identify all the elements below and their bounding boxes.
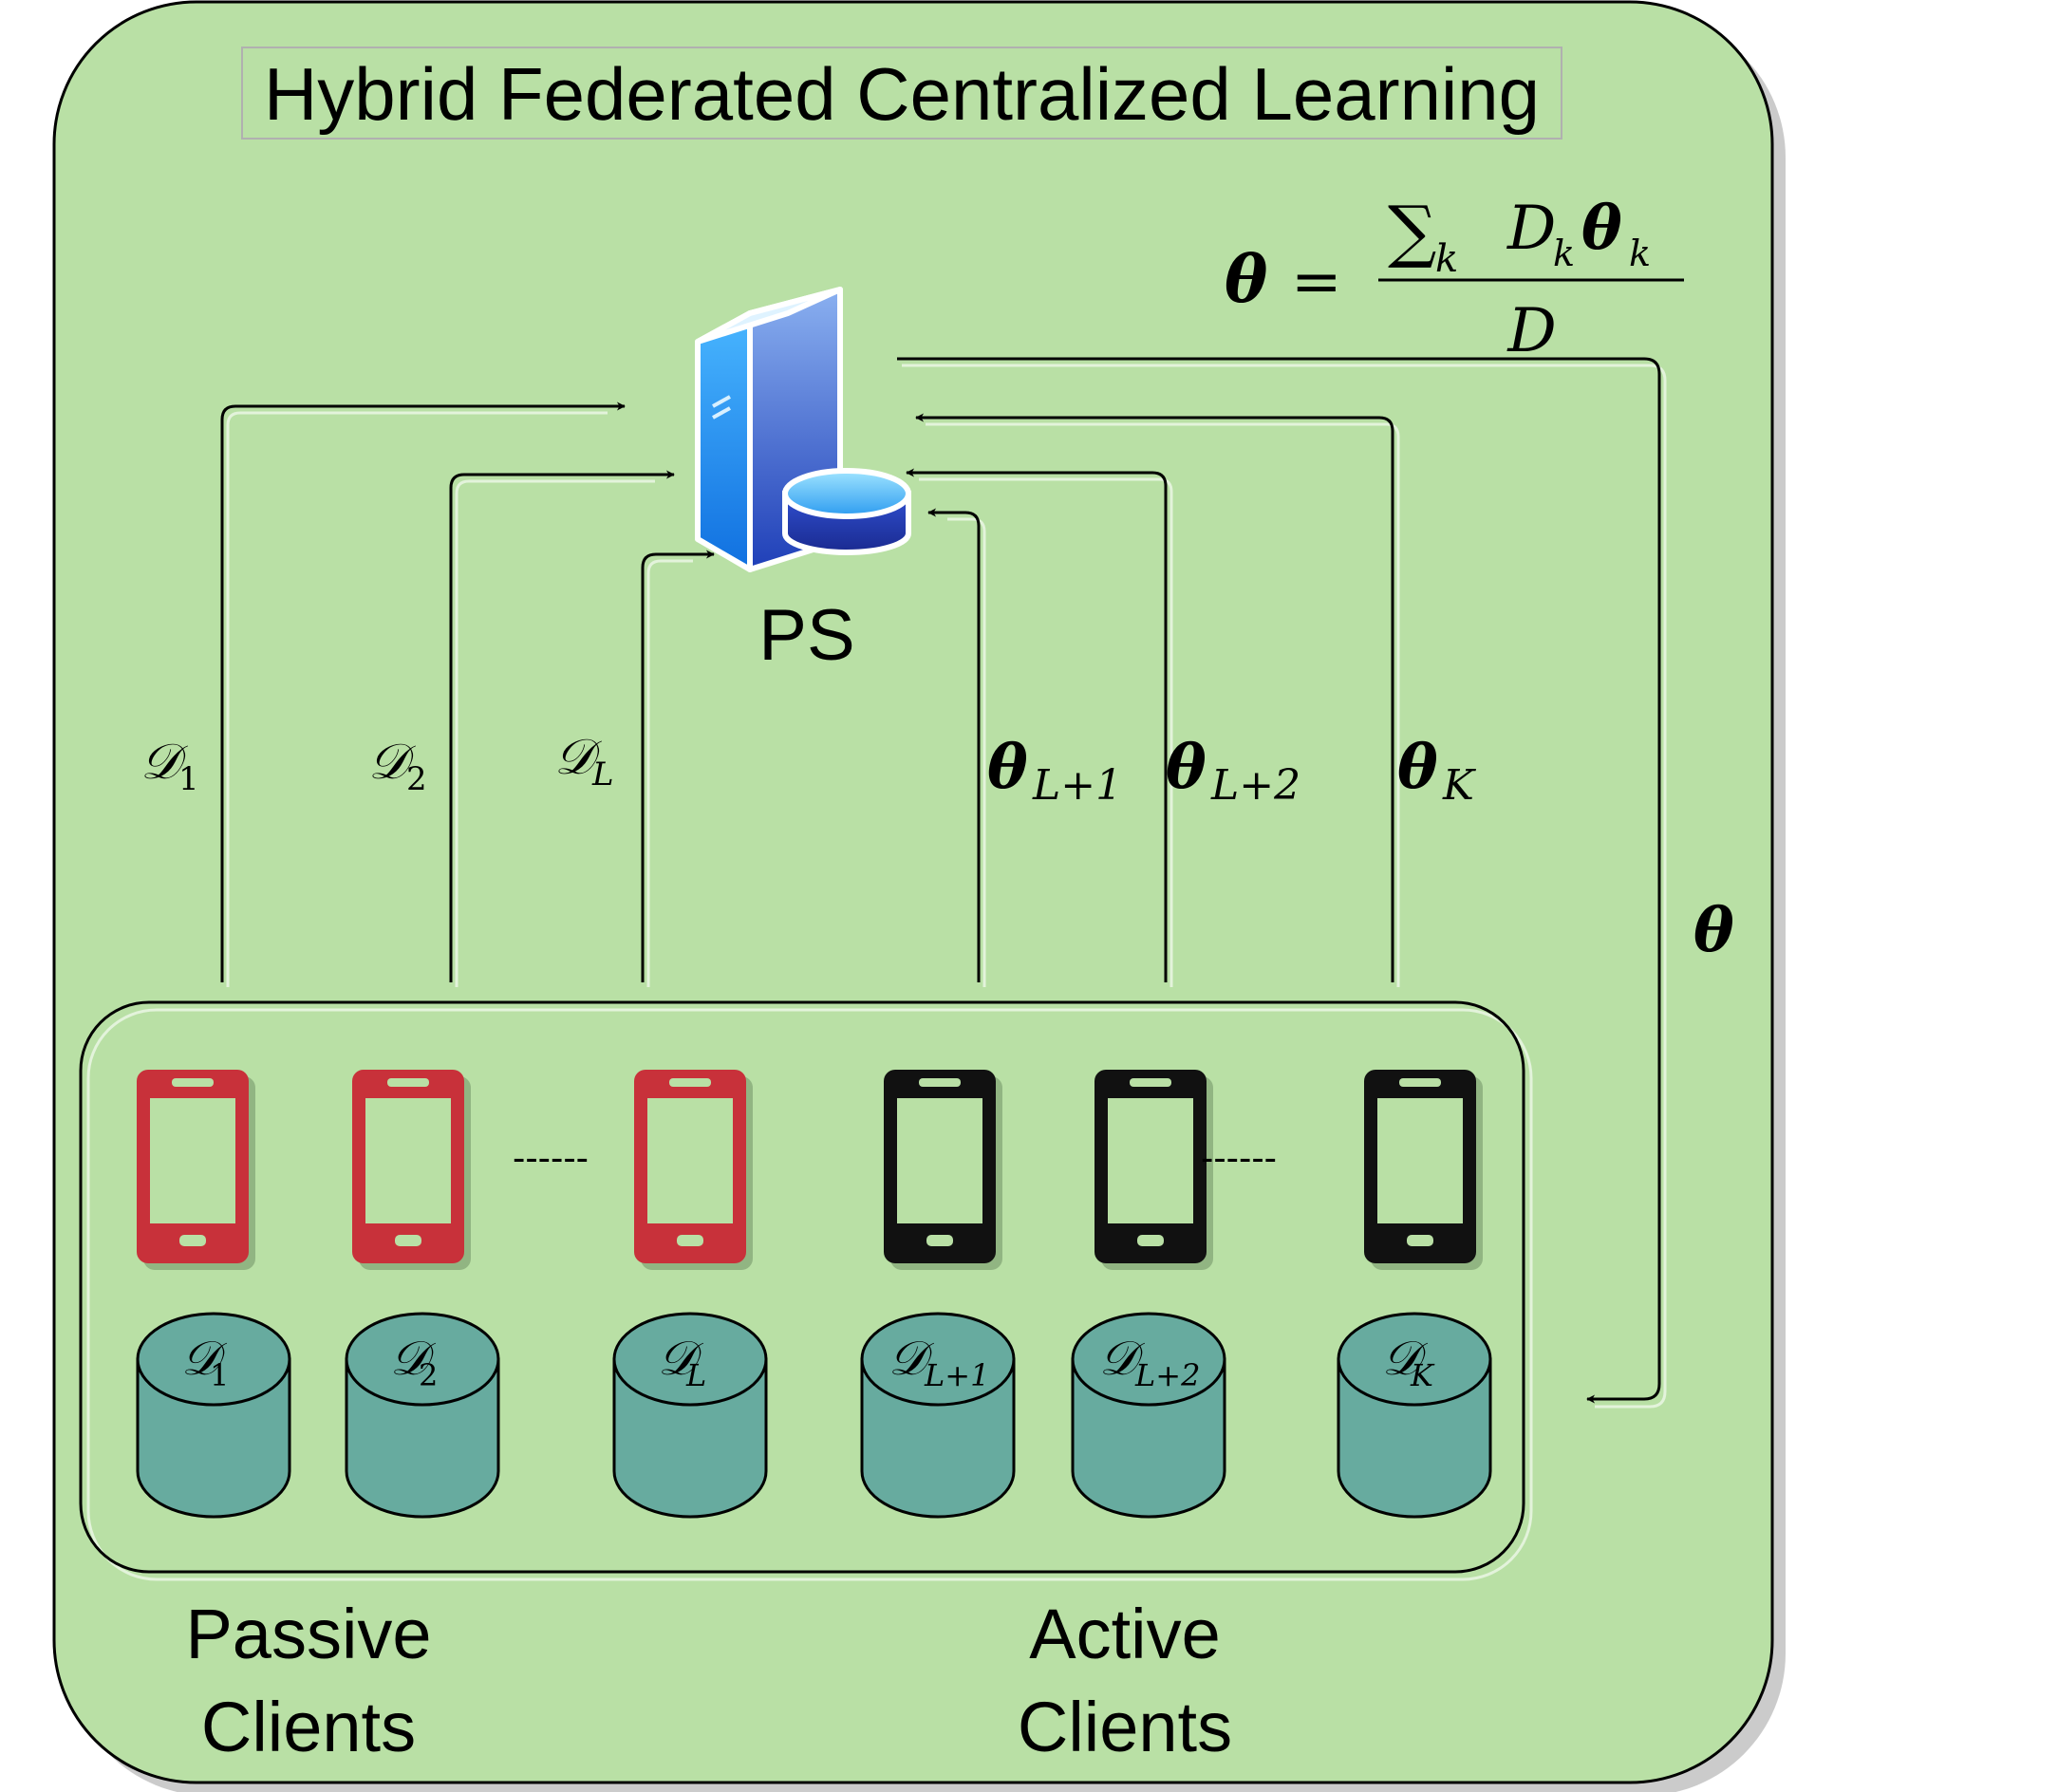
active-client-phone-icon bbox=[884, 1070, 1002, 1270]
svg-text:2: 2 bbox=[406, 760, 427, 798]
svg-text:K: K bbox=[1442, 761, 1476, 810]
svg-text:L+2: L+2 bbox=[1210, 761, 1300, 810]
formula-equals: = bbox=[1291, 247, 1342, 317]
dataset-cylinder: 𝒟L bbox=[612, 1312, 768, 1519]
uplink-label-4: θ L+1 bbox=[987, 732, 1122, 810]
formula-denominator: D bbox=[1506, 296, 1556, 366]
uplink-arrow-1 bbox=[220, 401, 626, 982]
svg-text:L: L bbox=[591, 756, 614, 793]
formula-num-d-sub: k bbox=[1553, 233, 1575, 274]
svg-text:θ: θ bbox=[1166, 732, 1207, 803]
aggregation-formula: θ = ∑ k D k θ k D bbox=[1225, 191, 1684, 366]
broadcast-arrow bbox=[897, 357, 1661, 1404]
svg-text:L+1: L+1 bbox=[1032, 761, 1122, 810]
connection-shadows bbox=[226, 364, 1667, 1409]
passive-client-phone-icon bbox=[352, 1070, 471, 1270]
uplink-arrow-4 bbox=[927, 508, 981, 982]
dataset-label-sub: 1 bbox=[210, 1357, 229, 1393]
formula-num-theta-sub: k bbox=[1629, 233, 1651, 274]
dataset-cylinder: 𝒟2 bbox=[345, 1312, 500, 1519]
uplink-label-6: θ K bbox=[1397, 732, 1476, 810]
dataset-label-sub: L bbox=[685, 1357, 706, 1393]
formula-sum-sub: k bbox=[1435, 237, 1458, 281]
server-database-icon bbox=[695, 287, 911, 572]
uplink-arrow-5 bbox=[906, 468, 1168, 982]
client-box-shadow bbox=[86, 1008, 1533, 1581]
uplink-label-1: 𝒟 1 bbox=[140, 734, 199, 798]
formula-lhs: θ bbox=[1225, 242, 1268, 318]
dataset-cylinder: 𝒟L+2 bbox=[1071, 1312, 1226, 1519]
formula-sum: ∑ bbox=[1388, 191, 1436, 271]
client-phones bbox=[137, 1070, 1483, 1270]
dataset-cylinder: 𝒟K bbox=[1337, 1312, 1492, 1519]
connection-lines bbox=[220, 357, 1661, 1404]
uplink-label-2: 𝒟 2 bbox=[368, 734, 427, 798]
client-group-box bbox=[79, 1000, 1525, 1574]
client-datasets: 𝒟1 𝒟2 𝒟L 𝒟L+1 𝒟L+2 𝒟K bbox=[136, 1312, 1492, 1519]
active-label-line2: Clients bbox=[1018, 1688, 1232, 1766]
active-ellipsis: ------ bbox=[1201, 1137, 1277, 1179]
dataset-label-sub: K bbox=[1410, 1357, 1435, 1393]
svg-text:θ: θ bbox=[987, 732, 1028, 803]
server-label: PS bbox=[758, 595, 854, 676]
active-client-phone-icon bbox=[1094, 1070, 1213, 1270]
dataset-label-sub: 2 bbox=[419, 1357, 438, 1393]
passive-client-phone-icon bbox=[634, 1070, 753, 1270]
formula-num-theta: θ bbox=[1581, 193, 1622, 264]
broadcast-label: θ bbox=[1693, 895, 1734, 966]
title-box bbox=[241, 47, 1562, 140]
active-label-line1: Active bbox=[1029, 1595, 1221, 1673]
svg-text:1: 1 bbox=[178, 760, 199, 798]
passive-label-line1: Passive bbox=[185, 1595, 431, 1673]
dataset-label-sub: L+1 bbox=[924, 1357, 989, 1393]
uplink-arrow-6 bbox=[915, 413, 1394, 982]
dataset-cylinder: 𝒟1 bbox=[136, 1312, 291, 1519]
formula-num-d: D bbox=[1506, 194, 1556, 264]
diagram-title: Hybrid Federated Centralized Learning bbox=[264, 52, 1540, 136]
uplink-label-5: θ L+2 bbox=[1166, 732, 1300, 810]
active-client-phone-icon bbox=[1364, 1070, 1483, 1270]
dataset-cylinder: 𝒟L+1 bbox=[860, 1312, 1016, 1519]
dataset-label-sub: L+2 bbox=[1134, 1357, 1200, 1393]
uplink-arrow-3 bbox=[641, 550, 715, 982]
passive-label-line2: Clients bbox=[201, 1688, 416, 1766]
passive-ellipsis: ------ bbox=[513, 1137, 589, 1179]
svg-text:θ: θ bbox=[1397, 732, 1438, 803]
uplink-arrow-2 bbox=[449, 470, 675, 982]
passive-client-phone-icon bbox=[137, 1070, 255, 1270]
